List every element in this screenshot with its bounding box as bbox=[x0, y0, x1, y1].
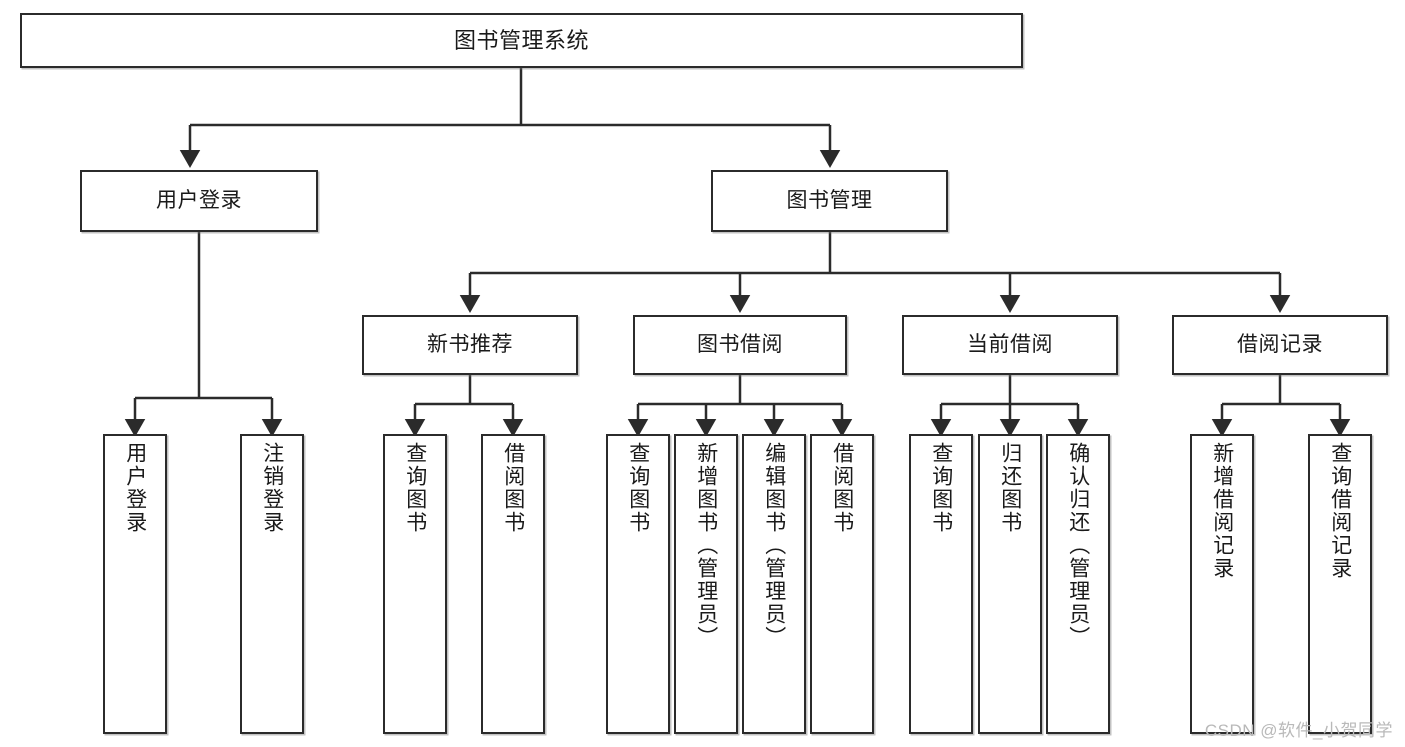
node-label: 用户登录 bbox=[156, 188, 242, 212]
node-book-management[interactable]: 图书管理 bbox=[711, 170, 948, 232]
leaf-book-borrow-edit-book[interactable]: 编辑图书（管理员） bbox=[742, 434, 806, 734]
node-label: 用户登录 bbox=[123, 442, 147, 534]
node-new-book-recommend[interactable]: 新书推荐 bbox=[362, 315, 578, 375]
node-borrow-record[interactable]: 借阅记录 bbox=[1172, 315, 1388, 375]
leaf-user-login-logout[interactable]: 注销登录 bbox=[240, 434, 304, 734]
node-label: 注销登录 bbox=[260, 442, 284, 534]
leaf-borrow-record-query-record[interactable]: 查询借阅记录 bbox=[1308, 434, 1372, 734]
leaf-current-borrow-query-book[interactable]: 查询图书 bbox=[909, 434, 973, 734]
leaf-book-borrow-query-book[interactable]: 查询图书 bbox=[606, 434, 670, 734]
node-label: 新增借阅记录 bbox=[1210, 442, 1234, 580]
node-label: 查询借阅记录 bbox=[1328, 442, 1352, 580]
leaf-current-borrow-return-book[interactable]: 归还图书 bbox=[978, 434, 1042, 734]
leaf-current-borrow-confirm-return[interactable]: 确认归还（管理员） bbox=[1046, 434, 1110, 734]
node-label: 图书管理 bbox=[786, 188, 873, 212]
leaf-user-login-login[interactable]: 用户登录 bbox=[103, 434, 167, 734]
node-current-borrow[interactable]: 当前借阅 bbox=[902, 315, 1118, 375]
watermark: CSDN @软件_小贺同学 bbox=[1204, 721, 1393, 740]
node-label: 确认归还（管理员） bbox=[1066, 442, 1090, 649]
node-user-login[interactable]: 用户登录 bbox=[80, 170, 318, 232]
leaf-book-borrow-borrow-book[interactable]: 借阅图书 bbox=[810, 434, 874, 734]
node-label: 借阅图书 bbox=[830, 442, 854, 534]
node-label: 图书管理系统 bbox=[453, 27, 589, 53]
node-label: 借阅图书 bbox=[501, 442, 525, 534]
node-label: 借阅记录 bbox=[1237, 332, 1323, 356]
node-label: 新书推荐 bbox=[427, 332, 513, 356]
node-label: 当前借阅 bbox=[967, 332, 1053, 356]
leaf-book-borrow-add-book[interactable]: 新增图书（管理员） bbox=[674, 434, 738, 734]
leaf-new-book-query-book[interactable]: 查询图书 bbox=[383, 434, 447, 734]
leaf-new-book-borrow-book[interactable]: 借阅图书 bbox=[481, 434, 545, 734]
node-root-book-management-system[interactable]: 图书管理系统 bbox=[20, 13, 1023, 68]
node-label: 查询图书 bbox=[403, 442, 427, 534]
leaf-borrow-record-add-record[interactable]: 新增借阅记录 bbox=[1190, 434, 1254, 734]
node-label: 新增图书（管理员） bbox=[694, 442, 718, 649]
node-label: 图书借阅 bbox=[697, 332, 783, 356]
node-book-borrow[interactable]: 图书借阅 bbox=[633, 315, 847, 375]
node-label: 归还图书 bbox=[998, 442, 1022, 534]
node-label: 查询图书 bbox=[626, 442, 650, 534]
node-label: 编辑图书（管理员） bbox=[762, 442, 786, 649]
node-label: 查询图书 bbox=[929, 442, 953, 534]
